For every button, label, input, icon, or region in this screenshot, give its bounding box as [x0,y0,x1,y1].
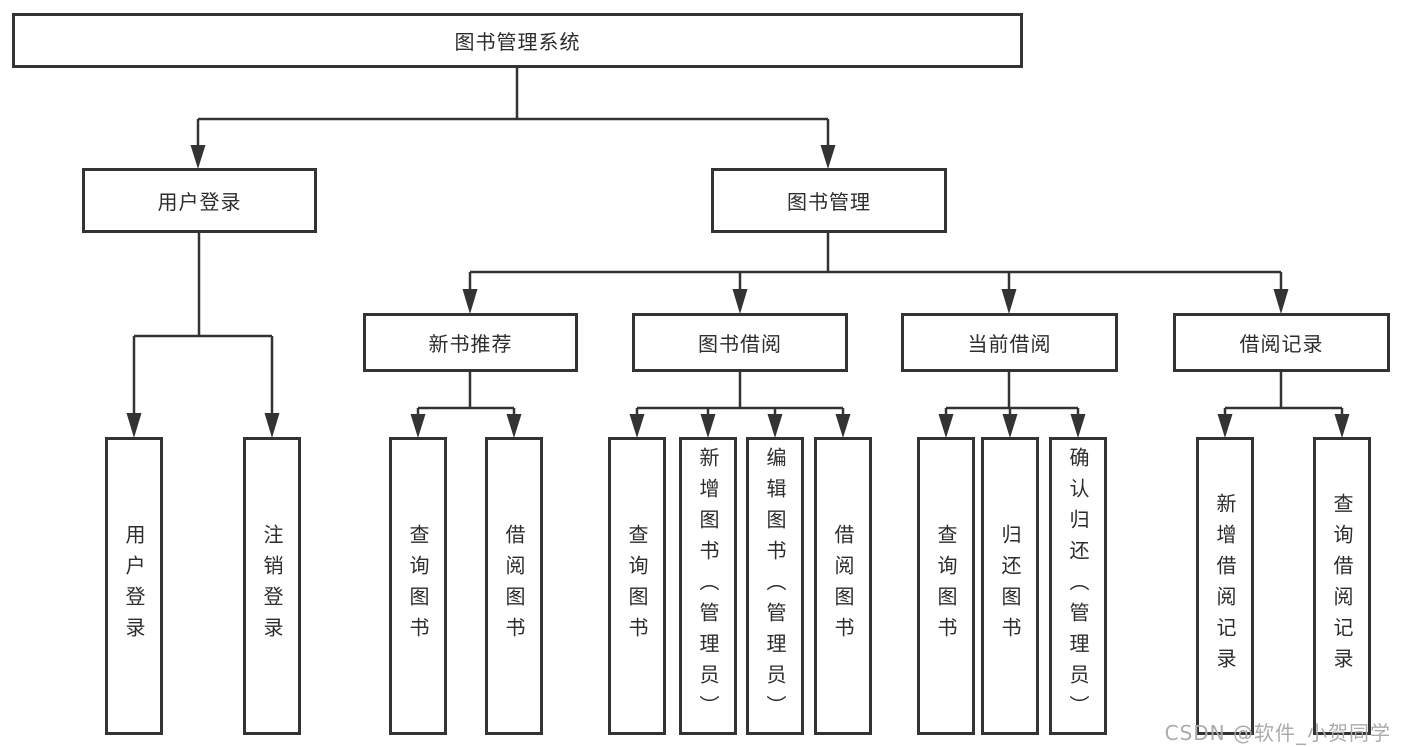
node-label: 当前借阅 [967,332,1052,356]
node-label: 查询图书 [934,524,958,648]
leaf-logout: 注销登录 [243,437,301,735]
arrow-down-icon [1217,414,1233,438]
node-book-borrowing: 图书借阅 [632,313,848,372]
node-book-management: 图书管理 [711,168,947,233]
leaf-query-books: 查询图书 [608,437,666,735]
arrow-down-icon [938,414,954,438]
leaf-confirm-return-admin: 确认归还（管理员） [1049,437,1107,735]
arrow-down-icon [410,414,426,438]
leaf-return-books: 归还图书 [981,437,1039,735]
node-label: 新书推荐 [428,332,513,356]
leaf-query-borrow-record: 查询借阅记录 [1313,437,1371,735]
arrow-down-icon [700,414,716,438]
node-label: 归还图书 [998,524,1022,648]
arrow-down-icon [506,414,522,438]
arrow-down-icon [1334,414,1350,438]
node-borrowing-records: 借阅记录 [1173,313,1390,372]
arrow-down-icon [126,413,142,438]
connector-currentborrow-to-leaves [944,372,1080,415]
arrow-down-icon [1001,289,1017,314]
node-label: 新增图书（管理员） [696,446,720,726]
node-label: 查询图书 [406,524,430,648]
arrow-down-icon [767,414,783,438]
connector-newbook-to-leaves [416,372,516,415]
arrow-down-icon [820,145,836,169]
leaf-query-books: 查询图书 [917,437,975,735]
node-new-book-recommend: 新书推荐 [363,313,578,372]
connector-userlogin-to-leaves [132,233,274,414]
connector-borrowrecord-to-leaves [1223,372,1344,415]
node-label: 借阅记录 [1239,332,1324,356]
arrow-down-icon [1273,289,1289,314]
arrow-down-icon [264,413,280,438]
node-user-login: 用户登录 [82,168,317,233]
leaf-edit-books-admin: 编辑图书（管理员） [746,437,804,735]
arrow-down-icon [462,289,478,314]
leaf-borrow-books: 借阅图书 [485,437,543,735]
node-label: 借阅图书 [502,524,526,648]
connector-bookborrow-to-leaves [635,372,845,415]
node-label: 编辑图书（管理员） [763,446,787,726]
leaf-query-books: 查询图书 [389,437,447,735]
node-current-borrowing: 当前借阅 [901,313,1118,372]
node-label: 注销登录 [260,524,284,648]
node-label: 查询借阅记录 [1330,493,1354,679]
csdn-watermark: CSDN @软件_小贺同学 [1164,721,1391,745]
leaf-borrow-books: 借阅图书 [814,437,872,735]
arrow-down-icon [1070,414,1086,438]
node-label: 确认归还（管理员） [1066,446,1090,726]
node-label: 借阅图书 [831,524,855,648]
leaf-add-borrow-record: 新增借阅记录 [1196,437,1254,735]
node-root-library-system: 图书管理系统 [12,13,1023,68]
connector-root-to-level2 [196,68,830,147]
node-label: 查询图书 [625,524,649,648]
arrow-down-icon [1002,414,1018,438]
node-label: 用户登录 [122,524,146,648]
arrow-down-icon [732,289,748,314]
arrow-down-icon [835,414,851,438]
arrow-down-icon [629,414,645,438]
leaf-user-login: 用户登录 [105,437,163,735]
node-label: 图书管理 [787,190,871,214]
node-label: 图书管理系统 [454,30,581,54]
connector-bookmgmt-to-level3 [468,233,1283,291]
arrow-down-icon [190,145,206,169]
node-label: 图书借阅 [698,332,782,356]
node-label: 用户登录 [157,190,242,214]
node-label: 新增借阅记录 [1213,493,1237,679]
arrowheads [126,145,1350,438]
leaf-add-books-admin: 新增图书（管理员） [679,437,737,735]
